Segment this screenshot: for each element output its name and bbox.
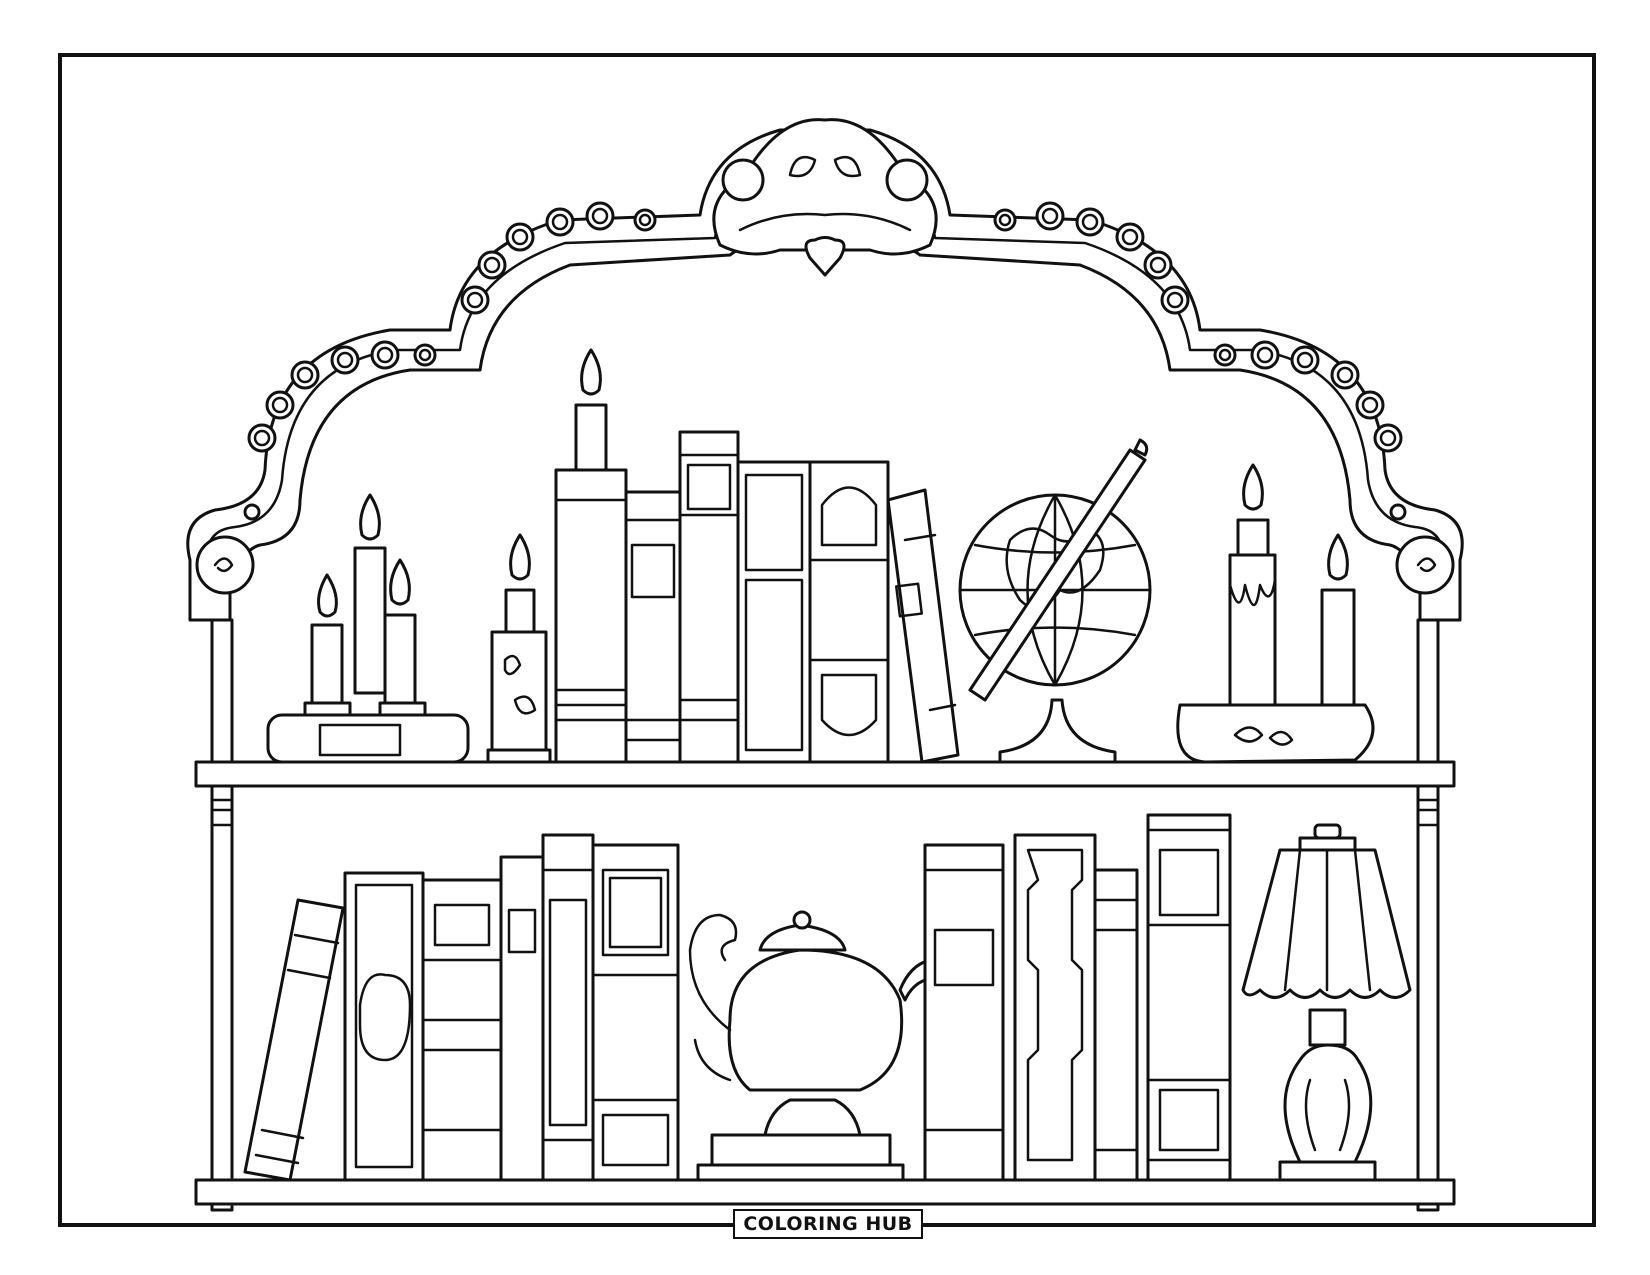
left-post <box>210 618 234 1212</box>
book-stack-icon <box>554 348 960 764</box>
candle-pair-icon <box>1228 463 1356 717</box>
globe-icon <box>958 438 1152 764</box>
book-row-icon <box>923 813 1232 1182</box>
right-post <box>1416 618 1440 1212</box>
top-shelf-board <box>194 760 1456 788</box>
log-holder-icon <box>1176 703 1375 764</box>
ornament-crest-icon <box>712 118 938 277</box>
arch-beads <box>247 201 1403 453</box>
teapot-icon <box>688 910 932 1182</box>
table-lamp-icon <box>1241 823 1412 1182</box>
brand-badge: COLORING HUB <box>733 1209 923 1239</box>
ornate-arch <box>186 118 1464 622</box>
candle-on-stand-icon <box>486 533 552 764</box>
book-row-icon <box>243 833 680 1182</box>
candle-trio-icon <box>266 493 470 764</box>
bottom-shelf-board <box>194 1178 1456 1206</box>
